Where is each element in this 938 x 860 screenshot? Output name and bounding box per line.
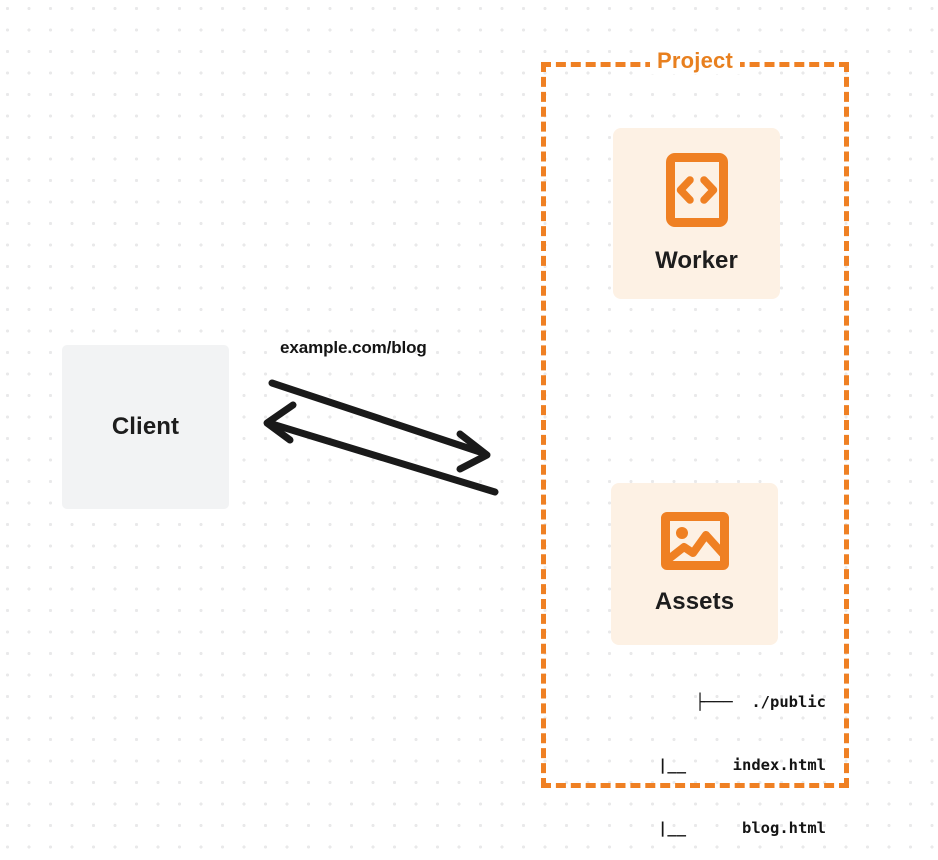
project-title: Project	[650, 48, 740, 74]
client-node[interactable]: Client	[62, 345, 229, 509]
edge-arrows	[263, 379, 499, 496]
project-container: Project Worker Assets ├─── ./public |__ …	[541, 48, 849, 837]
code-file-icon	[665, 152, 728, 227]
file-tree-row: ├─── ./public	[695, 693, 826, 711]
edge-label-example-com-blog: example.com/blog	[280, 338, 427, 357]
image-icon	[660, 512, 729, 570]
file-tree-row: |__ index.html	[630, 756, 826, 774]
request-arrow-icon	[268, 379, 491, 473]
client-node-label: Client	[111, 413, 180, 440]
worker-card[interactable]: Worker	[613, 128, 780, 299]
assets-card-label: Assets	[654, 588, 735, 615]
response-arrow-icon	[263, 401, 499, 496]
worker-card-label: Worker	[655, 246, 738, 274]
assets-file-tree: ├─── ./public |__ index.html |__ blog.ht…	[581, 650, 826, 860]
file-tree-row: |__ blog.html	[630, 819, 826, 837]
assets-card[interactable]: Assets	[611, 483, 778, 645]
